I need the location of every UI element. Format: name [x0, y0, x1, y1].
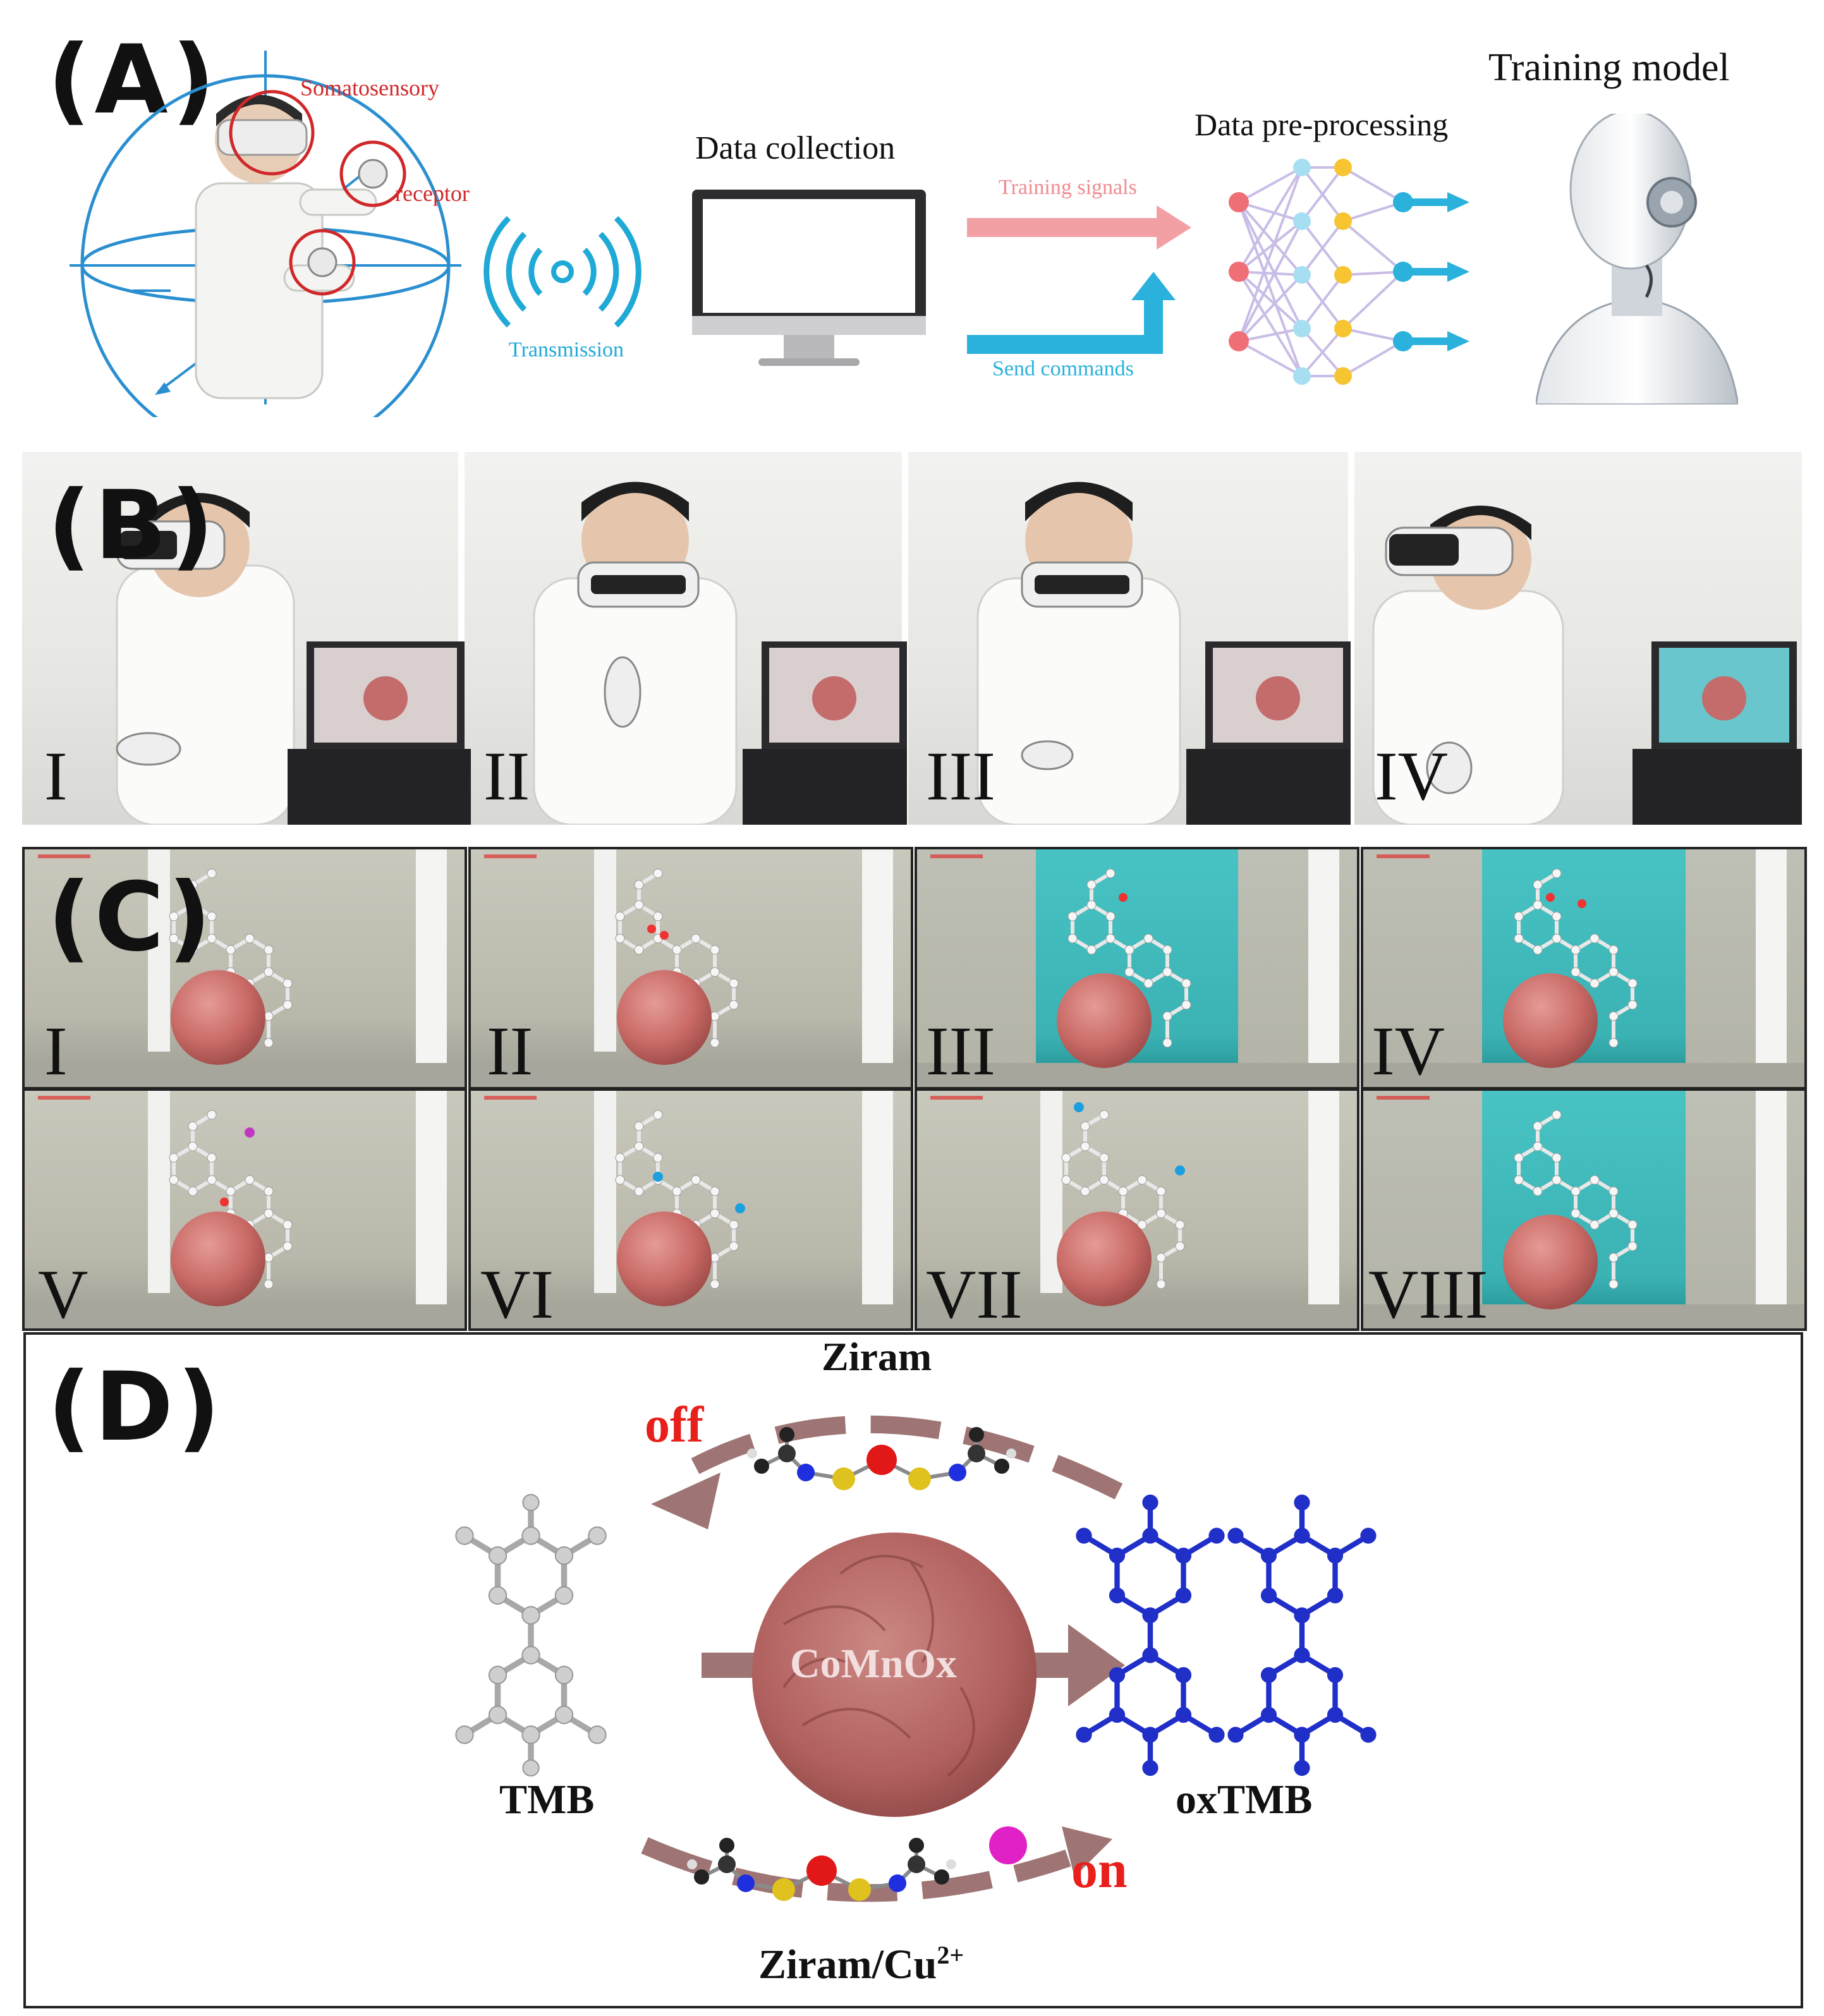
panel-label-b: (B) [47, 471, 218, 581]
robot-model-illustration [1536, 114, 1738, 404]
panel-d-frame [23, 1332, 1803, 2008]
off-label: off [645, 1397, 704, 1453]
oxtmb-label: oxTMB [1176, 1776, 1313, 1823]
ziram-cu-text: Ziram/Cu [758, 1941, 937, 1988]
photo-frame-label-2: II [483, 738, 530, 815]
simulation-frame-7 [915, 1088, 1359, 1331]
sim-frame-label-7: VII [926, 1256, 1023, 1333]
tmb-label: TMB [499, 1776, 595, 1823]
ziram-label: Ziram [822, 1334, 932, 1379]
sim-frame-label-2: II [487, 1012, 533, 1090]
simulation-frame-3 [915, 847, 1359, 1090]
receptor-label: receptor [395, 181, 470, 206]
sim-frame-label-6: VI [480, 1256, 554, 1333]
photo-frame-label-4: IV [1375, 738, 1449, 815]
send-commands-label: Send commands [992, 357, 1134, 380]
photo-frame-label-1: I [44, 738, 68, 815]
training-signals-label: Training signals [999, 176, 1137, 199]
ziram-cu-label: Ziram/Cu2+ [758, 1940, 964, 1989]
simulation-frame-1 [22, 847, 467, 1090]
data-collection-label: Data collection [695, 130, 896, 166]
sim-frame-label-1: I [44, 1012, 68, 1090]
sim-frame-label-8: VIII [1368, 1256, 1488, 1333]
comnox-label: CoMnOx [790, 1641, 957, 1687]
monitor-icon [692, 190, 926, 366]
transmission-label: Transmission [509, 338, 624, 361]
transmission-wave-icon [483, 216, 641, 328]
simulation-frame-6 [468, 1088, 913, 1331]
training-signals-arrow [967, 205, 1191, 250]
sim-frame-label-3: III [926, 1012, 995, 1090]
sim-frame-label-4: IV [1371, 1012, 1445, 1090]
panel-label-c: (C) [47, 863, 216, 973]
training-model-label: Training model [1488, 46, 1730, 89]
photo-frame-label-3: III [926, 738, 995, 815]
vr-user-sphere-illustration [70, 51, 461, 417]
cu-charge: 2+ [937, 1941, 964, 1969]
panel-label-d: (D) [47, 1352, 224, 1462]
data-preprocessing-label: Data pre-processing [1195, 107, 1449, 142]
on-label: on [1071, 1840, 1128, 1899]
sim-frame-label-5: V [38, 1256, 88, 1333]
somatosensory-label: Somatosensory [300, 75, 439, 100]
send-commands-arrow [967, 272, 1176, 354]
neural-network-icon [1229, 159, 1469, 385]
vr-photos-figures [116, 482, 1802, 825]
simulation-molecules-overlay [22, 847, 1802, 1309]
panel-label-a: (A) [47, 25, 219, 135]
mechanism-diagram [25, 1415, 1801, 2007]
